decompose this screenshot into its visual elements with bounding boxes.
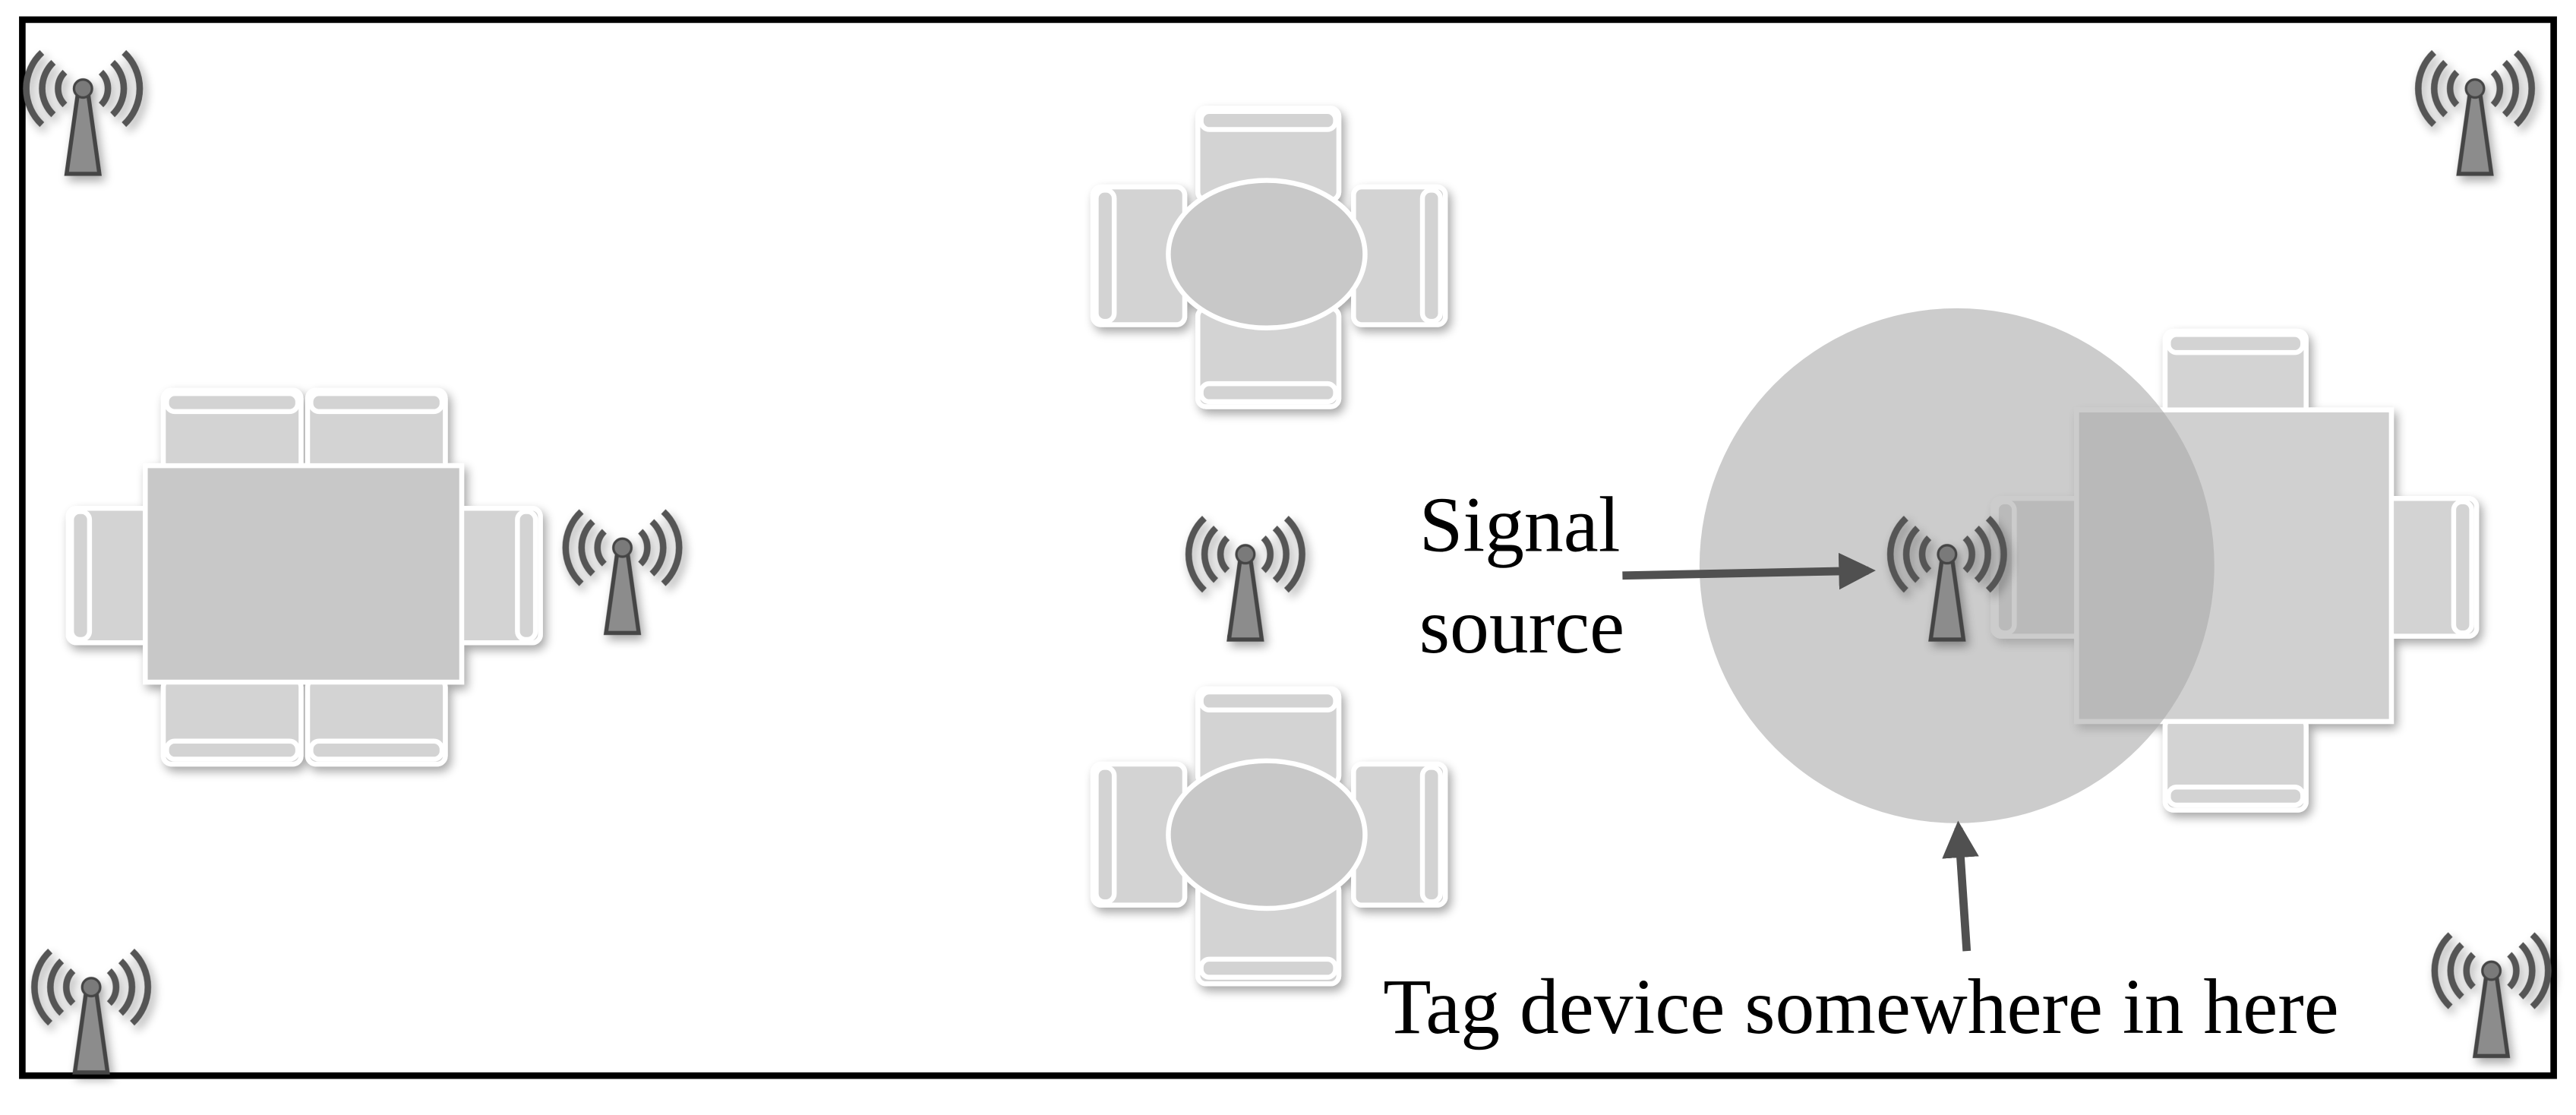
table-set-oval-top [1090,106,1448,409]
table-set-rectangular-left [65,387,543,767]
tag-region-arrow [1942,820,1979,952]
tag-area-label: Tag device somewhere in here [1383,964,2339,1050]
table-set-oval-bottom [1090,686,1448,987]
signal-source-arrow [1622,552,1876,590]
signal-label-line1: Signal [1419,482,1621,568]
signal-label-line2: source [1419,583,1624,670]
tag-region-circle [1699,308,2215,823]
